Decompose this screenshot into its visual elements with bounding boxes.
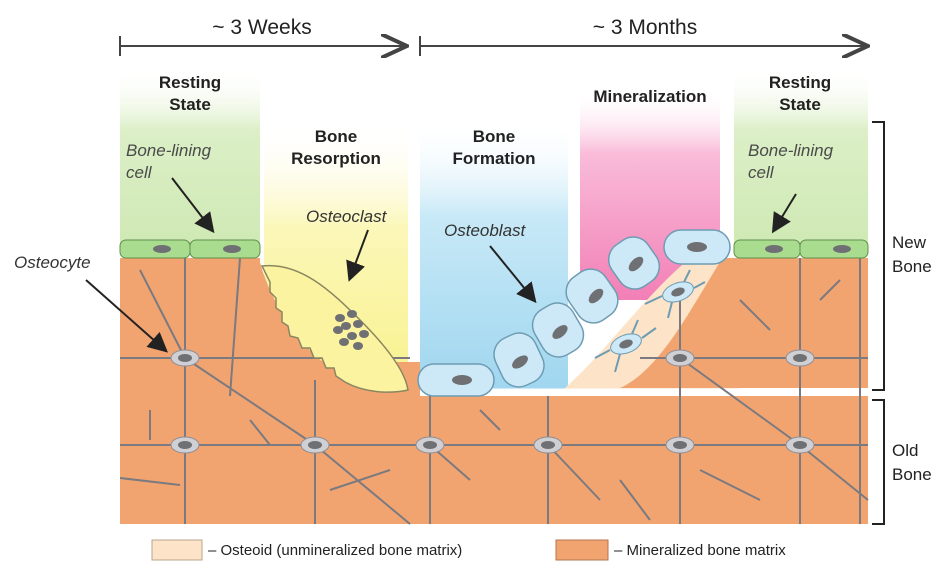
phase-formation-line1: Bone xyxy=(473,127,516,146)
osteocyte xyxy=(416,437,444,453)
label-bone-lining-left-line1: Bone-lining xyxy=(126,141,212,160)
bone-lining-cell xyxy=(734,240,800,258)
osteoblast xyxy=(418,364,494,396)
label-bone-lining-right-line1: Bone-lining xyxy=(748,141,834,160)
legend-osteoid-label: – Osteoid (unmineralized bone matrix) xyxy=(208,542,462,559)
osteocyte xyxy=(301,437,329,453)
phase-mineralization: Mineralization xyxy=(593,87,706,106)
old-bone-bracket xyxy=(872,400,884,524)
label-old-bone-line2: Bone xyxy=(892,465,932,484)
osteoblast xyxy=(664,230,730,264)
label-new-bone-line1: New xyxy=(892,233,927,252)
osteocyte xyxy=(171,437,199,453)
osteocyte xyxy=(171,350,199,366)
legend-mineralized-swatch xyxy=(556,540,608,560)
legend-osteoid-swatch xyxy=(152,540,202,560)
osteocyte xyxy=(534,437,562,453)
side-brackets: New Bone Old Bone xyxy=(872,122,932,524)
phase-resting-left-line2: State xyxy=(169,95,211,114)
phase-resting-right-line2: State xyxy=(779,95,821,114)
bone-lining-cell xyxy=(190,240,260,258)
label-old-bone-line1: Old xyxy=(892,441,918,460)
bone-lining-cell xyxy=(800,240,868,258)
phase-resorption-line1: Bone xyxy=(315,127,358,146)
osteocyte xyxy=(666,350,694,366)
phase-resting-left-line1: Resting xyxy=(159,73,221,92)
label-osteoclast: Osteoclast xyxy=(306,207,388,226)
legend: – Osteoid (unmineralized bone matrix) – … xyxy=(152,540,786,560)
timeline-months-label: ~ 3 Months xyxy=(593,16,697,39)
phase-resting-right-line1: Resting xyxy=(769,73,831,92)
timeline-weeks-label: ~ 3 Weeks xyxy=(212,16,311,39)
osteocyte xyxy=(786,437,814,453)
legend-mineralized-label: – Mineralized bone matrix xyxy=(614,542,786,559)
phase-formation-line2: Formation xyxy=(452,149,535,168)
new-bone-bracket xyxy=(872,122,884,390)
label-osteoblast: Osteoblast xyxy=(444,221,527,240)
timeline: ~ 3 Weeks ~ 3 Months xyxy=(120,16,866,56)
label-new-bone-line2: Bone xyxy=(892,257,932,276)
phase-resorption-line2: Resorption xyxy=(291,149,381,168)
label-bone-lining-right-line2: cell xyxy=(748,163,775,182)
osteocyte xyxy=(786,350,814,366)
label-osteocyte: Osteocyte xyxy=(14,253,91,272)
bone-lining-cell xyxy=(120,240,190,258)
label-bone-lining-left-line2: cell xyxy=(126,163,153,182)
old-bone-matrix xyxy=(120,396,868,524)
osteocyte xyxy=(666,437,694,453)
